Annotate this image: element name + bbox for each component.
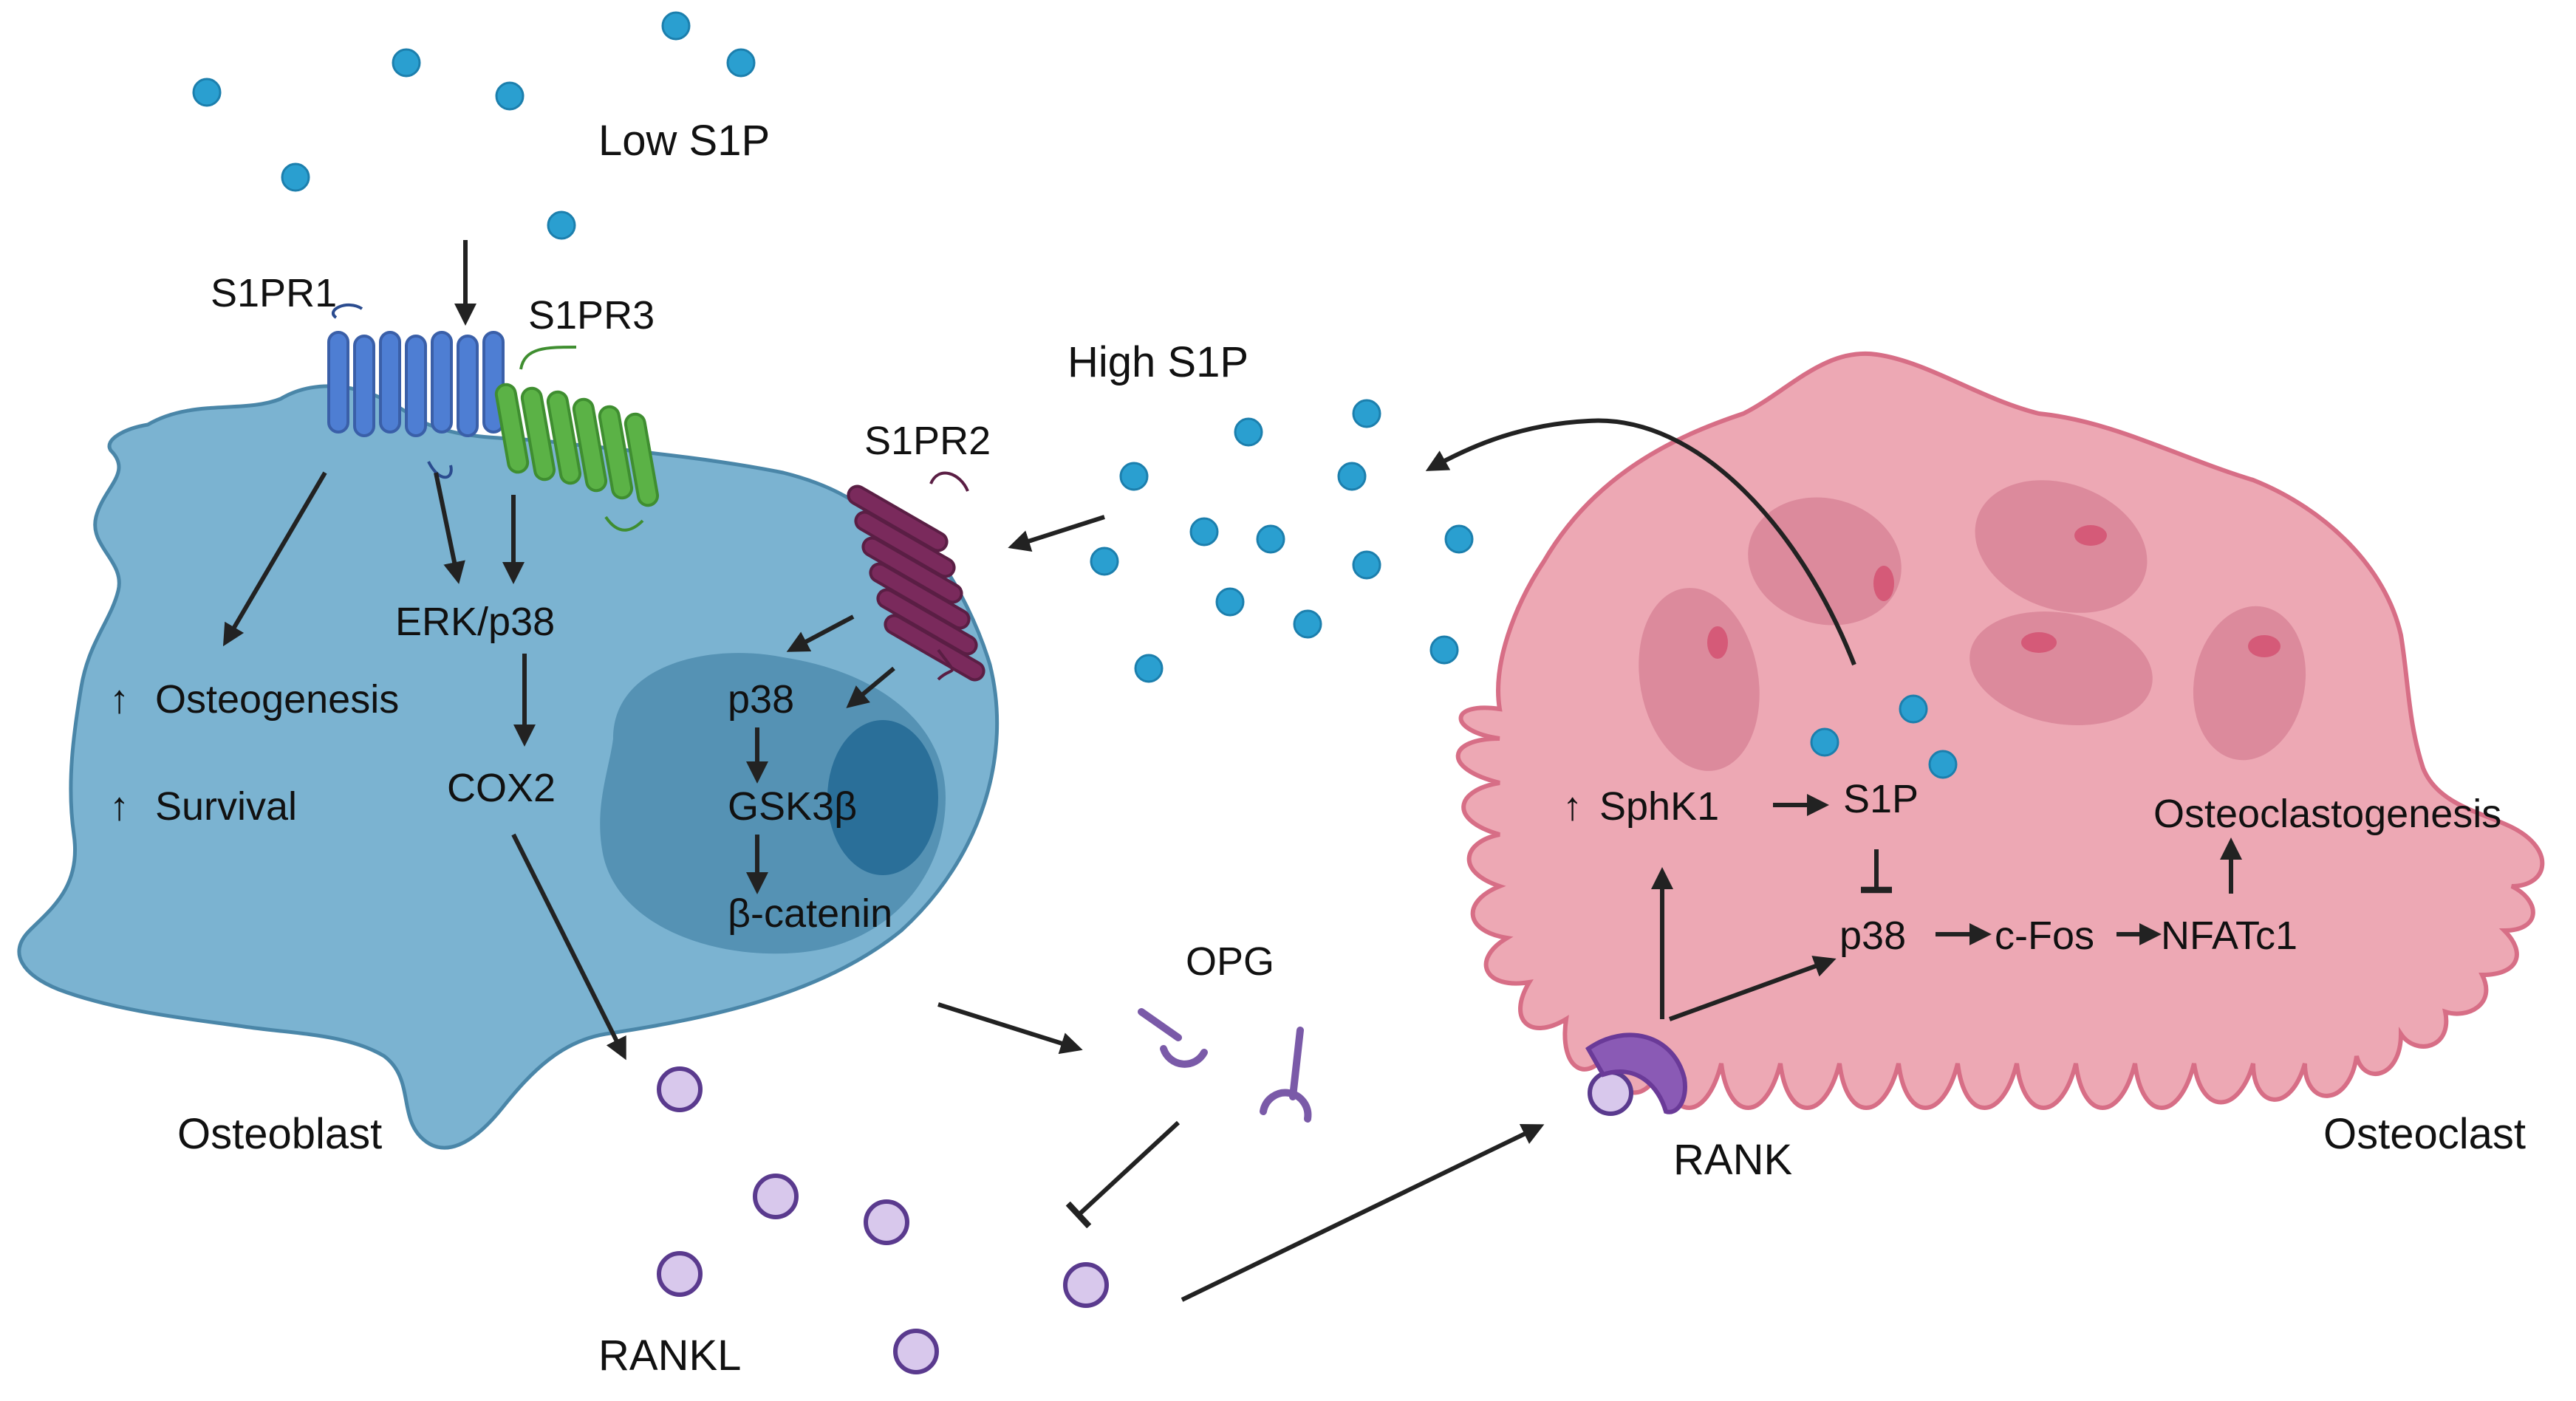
up-arrow-osteogenesis: ↑ — [109, 677, 129, 722]
label-s1pr2: S1PR2 — [864, 419, 991, 463]
label-bcatenin: β-catenin — [728, 891, 892, 936]
s1p-dots-high — [1090, 399, 1474, 683]
label-erk-p38: ERK/p38 — [395, 600, 555, 644]
label-high-s1p: High S1P — [1067, 338, 1248, 386]
label-s1p-osteoclast: S1P — [1843, 777, 1919, 821]
label-rank: RANK — [1673, 1136, 1792, 1184]
s1p-dots-low — [192, 11, 756, 240]
label-rankl: RANKL — [598, 1332, 741, 1380]
osteoclast-nucleoli — [1707, 525, 2281, 659]
osteoblast-nucleolus — [827, 720, 938, 875]
label-p38-osteoclast: p38 — [1839, 914, 1906, 958]
up-arrow-sphk1: ↑ — [1562, 784, 1582, 829]
label-opg: OPG — [1186, 939, 1274, 984]
s1pr2-receptor — [847, 471, 985, 682]
label-osteogenesis: Osteogenesis — [155, 677, 399, 722]
arrows — [222, 240, 2242, 1302]
label-nfatc1: NFATc1 — [2161, 914, 2297, 958]
opg-molecules — [1138, 1008, 1312, 1123]
label-osteoblast: Osteoblast — [177, 1110, 382, 1158]
osteoclast-cell — [1455, 351, 2545, 1110]
label-sphk1: SphK1 — [1599, 784, 1719, 829]
rank-receptor — [1585, 1032, 1687, 1114]
up-arrow-survival: ↑ — [109, 784, 129, 829]
s1p-dots-osteoclast — [1810, 694, 1958, 779]
label-cox2: COX2 — [447, 766, 556, 810]
s1pr1-receptor — [327, 304, 505, 479]
rankl-molecules — [657, 1066, 1633, 1374]
label-low-s1p: Low S1P — [598, 117, 770, 165]
label-gsk3b: GSK3β — [728, 784, 857, 829]
label-cfos: c-Fos — [1995, 914, 2094, 958]
s1pr3-receptor — [494, 346, 660, 532]
label-osteoclastogenesis: Osteoclastogenesis — [2153, 792, 2501, 836]
label-s1pr3: S1PR3 — [528, 293, 655, 338]
osteoclast-nuclei — [1639, 480, 2306, 771]
label-survival: Survival — [155, 784, 297, 829]
label-osteoclast: Osteoclast — [2323, 1110, 2526, 1158]
label-s1pr1: S1PR1 — [211, 271, 337, 315]
label-p38-nucleus: p38 — [728, 677, 794, 722]
